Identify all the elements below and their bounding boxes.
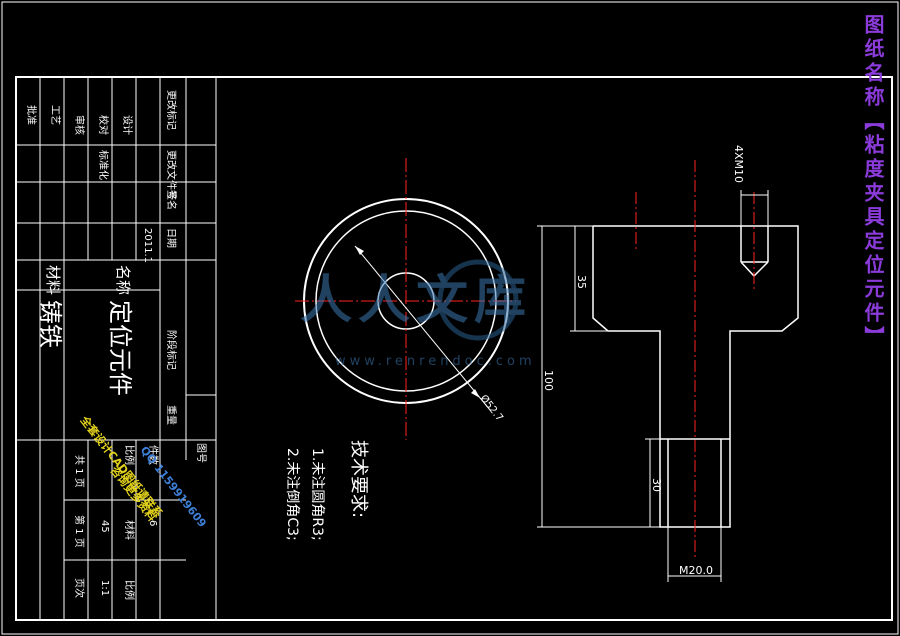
drawing-no-label: 图号 — [195, 443, 207, 463]
scale-label-2: 比例 — [123, 580, 136, 600]
dim-35: 35 — [575, 275, 588, 289]
role-check: 校对 — [97, 115, 110, 135]
rev-mark: 更改标记 — [165, 90, 178, 130]
dim-30: 30 — [650, 478, 663, 492]
role-standard: 标准化 — [97, 150, 110, 180]
watermark-url: www.renrendoc.com — [335, 354, 536, 369]
part-name: 定位元件 — [106, 300, 134, 396]
qty-label: 件数 — [147, 445, 160, 465]
weight-label: 重量 — [165, 405, 178, 425]
dim-m20: M20.0 — [679, 564, 713, 577]
overlay-note: 全套设计CAD图纸请联系 QQ 1159919609 咨询更多资料 — [77, 412, 209, 529]
stage-label: 阶段标记 — [165, 330, 178, 370]
rev-date: 日期 — [165, 228, 177, 248]
top-view: Ø52.7 — [295, 158, 516, 440]
sheet-title: 图纸名称【粘度夹具定位元件】 — [861, 14, 885, 350]
role-process: 工艺 — [49, 105, 61, 125]
material-small: 材料 — [123, 520, 136, 540]
label-material: 材料 — [44, 265, 62, 295]
title-block — [15, 76, 217, 621]
watermark-brand: 人人文库 — [300, 271, 532, 331]
diameter-label: Ø52.7 — [478, 392, 506, 423]
tech-heading: 技术要求: — [348, 440, 369, 518]
role-review: 审核 — [73, 115, 86, 135]
part-material: 铸铁 — [36, 300, 64, 348]
qty-value: 6 — [147, 520, 158, 526]
drawing-border — [15, 76, 893, 621]
section-view — [592, 225, 799, 528]
mat-code: 45 — [99, 520, 110, 533]
dim-4xm10: 4XM10 — [732, 145, 745, 183]
rev-sign: 签名 — [165, 190, 178, 210]
scale-label: 比例 — [123, 445, 136, 465]
watermark: 人人文库 www.renrendoc.com — [300, 259, 536, 369]
scale-value: 1:1 — [99, 580, 110, 596]
tech-req-2: 2.未注倒角C3; — [284, 448, 300, 541]
role-design: 设计 — [121, 115, 134, 135]
dim-100: 100 — [542, 370, 555, 391]
rev-date-value: 2011.1 — [142, 228, 153, 263]
sheet-label: 页次 — [73, 578, 86, 598]
sheet-no: 第 1 页 — [73, 515, 86, 548]
sheets-total: 共 1 页 — [73, 455, 85, 488]
role-approve: 批准 — [25, 105, 38, 125]
tech-req-1: 1.未注圆角R3; — [309, 448, 325, 541]
rev-file: 更改文件号 — [165, 150, 178, 200]
label-name: 名称 — [114, 265, 132, 295]
